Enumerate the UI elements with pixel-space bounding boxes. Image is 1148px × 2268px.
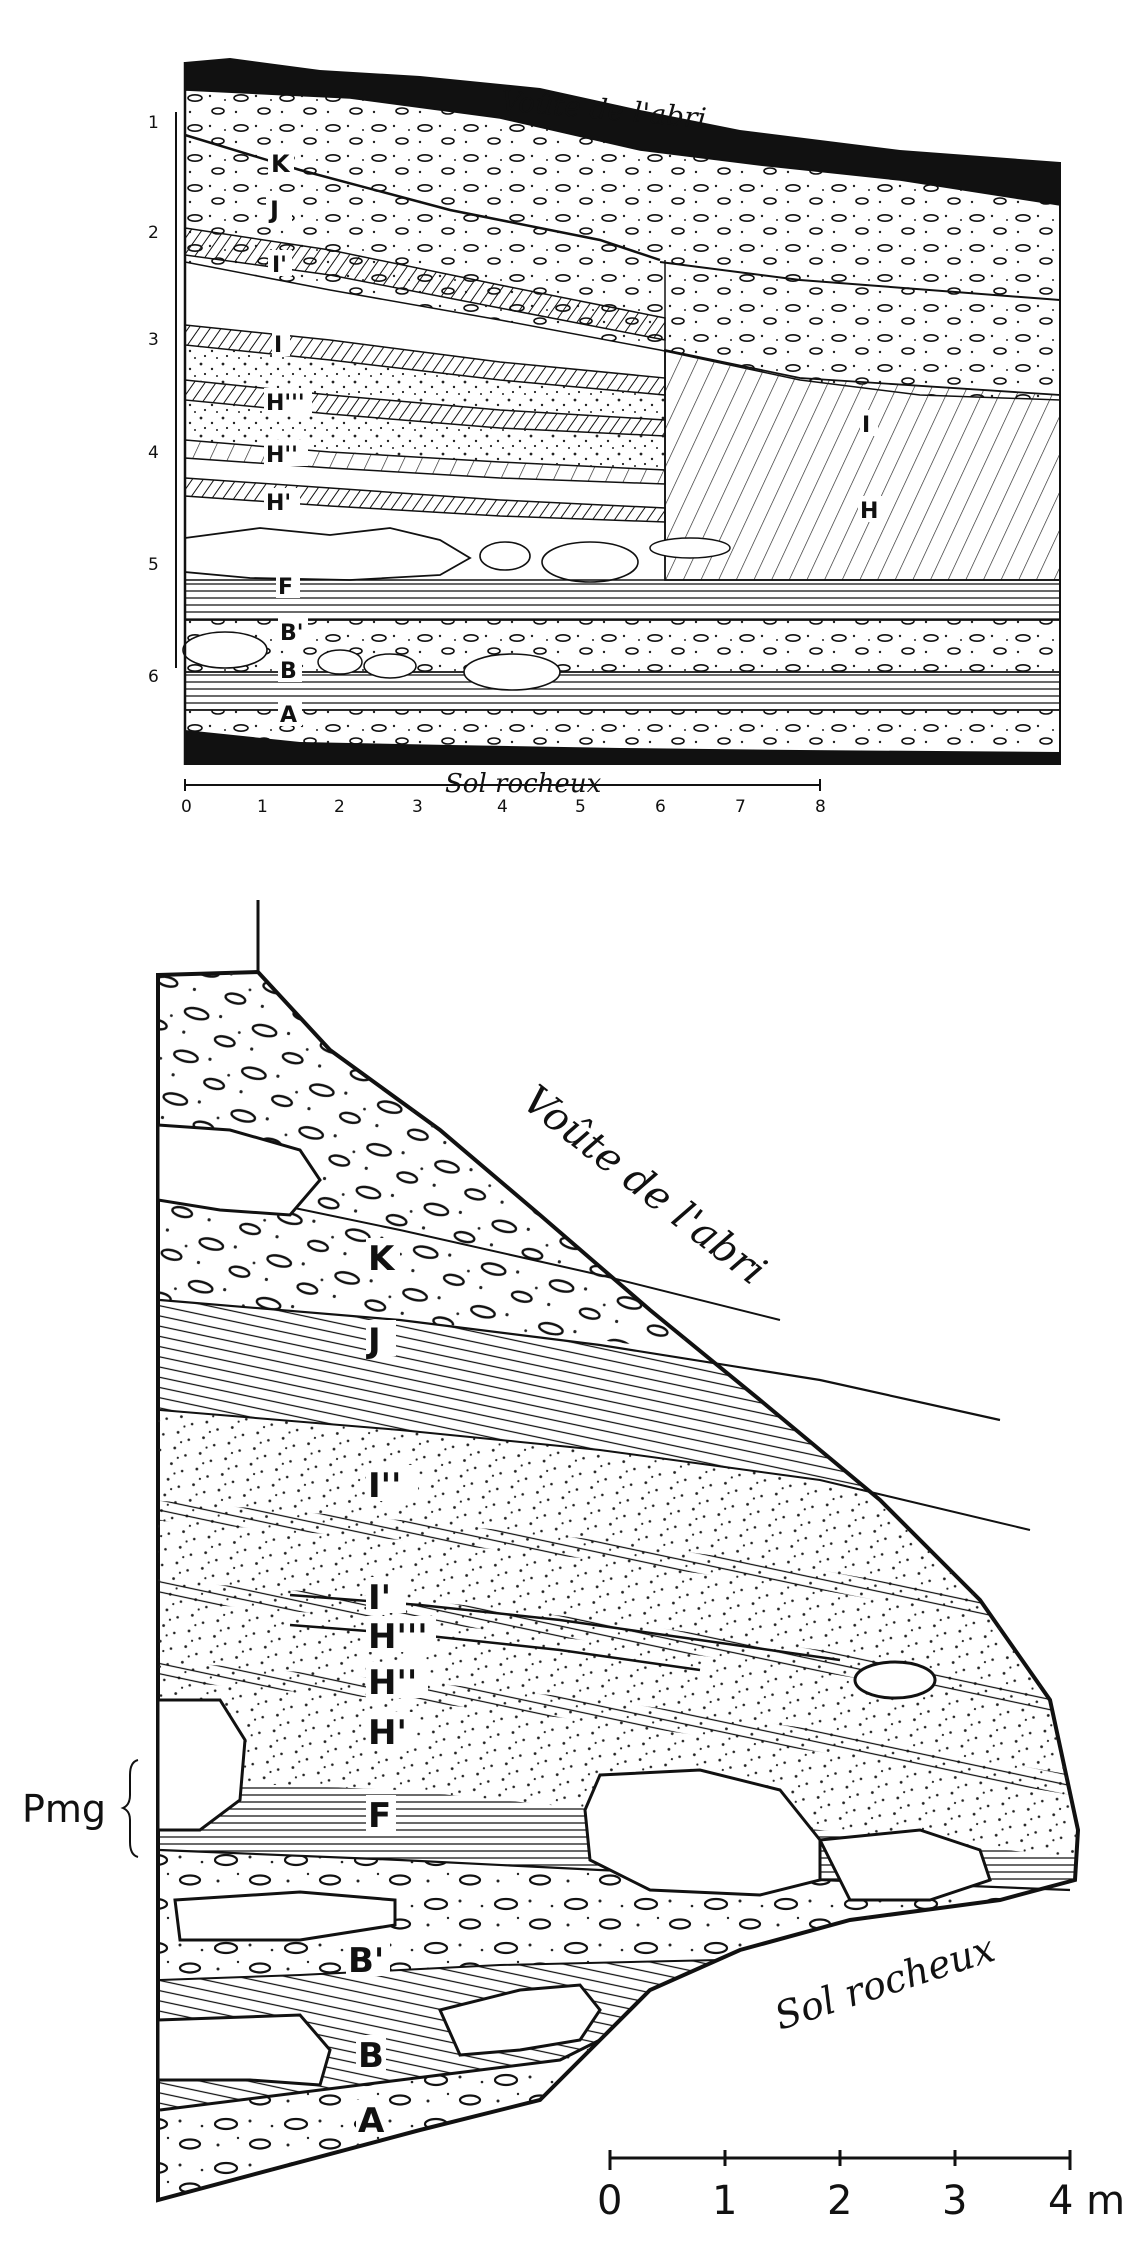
top-label-k: K	[271, 150, 291, 178]
top-label-i: I	[274, 333, 282, 358]
top-hscale-0: 0	[181, 797, 192, 817]
top-label-j: J	[268, 196, 279, 224]
bottom-label-h2: H''	[368, 1663, 417, 1703]
top-label-h2: H''	[266, 443, 298, 468]
bottom-label-b: B	[358, 2036, 384, 2076]
bottom-label-h1: H'	[368, 1713, 407, 1753]
top-layer-labels: K J I' I H''' H'' H' F B' B A I H	[264, 150, 882, 728]
bottom-section-diagram: Voûte de l'abri Sol rocheux Pmg K J I'' …	[22, 900, 1125, 2224]
top-label-i-prime: I'	[272, 253, 287, 278]
top-right-label-h: H	[860, 499, 878, 524]
top-hscale-8: 8	[815, 797, 826, 817]
top-layer-f	[184, 579, 1061, 621]
bottom-scale-4m: 4 m	[1048, 2178, 1125, 2224]
top-depth-tick-2: 2	[148, 223, 159, 243]
top-hscale-4: 4	[497, 797, 508, 817]
top-label-f: F	[278, 575, 293, 600]
top-boulders	[184, 527, 472, 581]
top-hscale-2: 2	[334, 797, 345, 817]
top-hscale-5: 5	[575, 797, 586, 817]
top-section-diagram: 1 2 3 4 5 6 Voûte de l'abri Sol rocheux …	[148, 58, 1061, 817]
bottom-metric-scale: 0 1 2 3 4 m	[597, 2150, 1125, 2224]
top-hscale-7: 7	[735, 797, 746, 817]
top-floor-rock	[185, 730, 1060, 765]
bottom-label-h3: H'''	[368, 1617, 428, 1657]
top-label-b-prime: B'	[280, 621, 304, 646]
bottom-label-k: K	[368, 1239, 396, 1279]
bottom-label-b-prime: B'	[348, 1941, 384, 1981]
bottom-label-j: J	[366, 1321, 381, 1361]
bottom-scale-0: 0	[597, 2178, 622, 2224]
top-hscale-3: 3	[412, 797, 423, 817]
top-right-label-i: I	[862, 413, 870, 438]
top-layer-b	[184, 671, 1061, 711]
bottom-label-i1: I'	[368, 1578, 391, 1618]
bottom-label-f: F	[368, 1796, 391, 1836]
bottom-scale-1: 1	[712, 2178, 737, 2224]
top-label-a: A	[280, 703, 297, 728]
top-depth-tick-5: 5	[148, 555, 159, 575]
top-label-h1: H'	[266, 491, 291, 516]
top-hscale-6: 6	[655, 797, 666, 817]
top-band-h1	[184, 477, 666, 523]
bottom-layer-labels: K J I'' I' H''' H'' H' F B' B A	[346, 1238, 436, 2141]
bottom-label-a: A	[358, 2101, 385, 2141]
bottom-scale-3: 3	[942, 2178, 967, 2224]
bottom-pmg-brace	[120, 1759, 139, 1858]
top-horizontal-scale: 0 1 2 3 4 5 6 7 8	[181, 779, 826, 817]
top-hscale-1: 1	[257, 797, 268, 817]
bottom-floor-label: Sol rocheux	[769, 1926, 1000, 2038]
top-depth-tick-6: 6	[148, 667, 159, 687]
bottom-boulders	[156, 1123, 992, 2087]
top-roof-rock	[185, 58, 1060, 205]
top-boundary-k	[184, 133, 661, 262]
top-depth-tick-1: 1	[148, 113, 159, 133]
top-label-b: B	[280, 659, 297, 684]
top-label-h3: H'''	[266, 391, 305, 416]
top-depth-tick-4: 4	[148, 443, 159, 463]
bottom-layer-a	[158, 1950, 740, 2200]
top-boundary-j	[659, 261, 1061, 301]
top-layer-b-prime	[184, 619, 1061, 673]
bottom-scale-2: 2	[827, 2178, 852, 2224]
bottom-label-i2: I''	[368, 1466, 401, 1506]
bottom-side-label-pmg: Pmg	[22, 1787, 106, 1831]
top-depth-tick-3: 3	[148, 330, 159, 350]
